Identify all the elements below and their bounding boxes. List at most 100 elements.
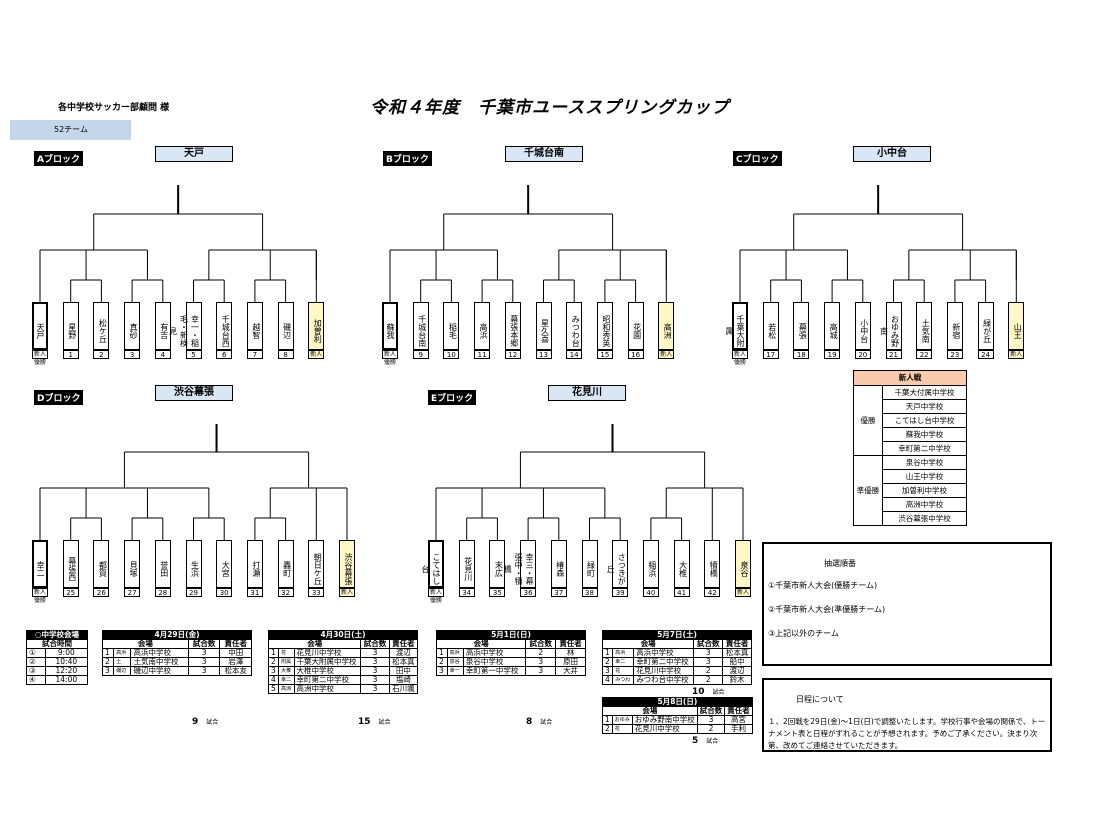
team-number: 新人: [658, 350, 675, 359]
day-total: 8 試合: [526, 717, 553, 727]
time-value: 14:00: [44, 675, 89, 685]
team-number: 2: [93, 350, 110, 359]
team-cell: 都賀: [93, 540, 110, 588]
team-number: 23: [946, 350, 963, 359]
team-number: 13: [535, 350, 552, 359]
team-number: 32: [277, 588, 294, 597]
team-number: 25: [62, 588, 79, 597]
team-cell: 千葉大附属: [725, 302, 748, 350]
team-number: 42: [704, 588, 721, 597]
team-cell: 幕張: [793, 302, 810, 350]
team-number: 新人優勝: [32, 350, 48, 366]
team-number: 9: [412, 350, 429, 359]
team-number: 新人: [339, 588, 355, 597]
team-cell: 花見川: [458, 540, 475, 588]
team-number: 30: [216, 588, 233, 597]
team-number: 5: [185, 350, 202, 359]
team-number: 11: [474, 350, 491, 359]
team-cell: みつわ台: [566, 302, 583, 350]
team-cell: 新宿: [946, 302, 963, 350]
block-c-final: 小中台: [853, 146, 931, 162]
team-number: 17: [762, 350, 779, 359]
team-number: 34: [458, 588, 475, 597]
team-number: 新人: [735, 588, 751, 597]
team-cell: 稲浜: [642, 540, 659, 588]
team-number: 26: [93, 588, 110, 597]
team-cell: 泉谷: [735, 540, 751, 588]
team-number: 3: [124, 350, 141, 359]
team-number: 40: [642, 588, 659, 597]
day-total: 5 試合: [692, 736, 719, 746]
shinjin-runner-item: 加曽利中学校: [882, 483, 967, 498]
shinjin-runner-label: 準優勝: [853, 455, 883, 526]
team-number: 7: [246, 350, 263, 359]
team-cell: おゆみ野南: [880, 302, 902, 350]
team-cell: 真砂: [124, 302, 141, 350]
team-cell: 若松: [762, 302, 779, 350]
team-number: 新人優勝: [732, 350, 748, 366]
team-cell: 高浜: [474, 302, 491, 350]
team-number: 18: [793, 350, 810, 359]
team-number: 39: [612, 588, 629, 597]
team-number: 37: [550, 588, 567, 597]
lottery-title: 抽選順番: [824, 559, 856, 568]
team-number: 27: [124, 588, 141, 597]
addressee: 各中学校サッカー部顧問 様: [58, 103, 170, 113]
team-cell: 花園: [627, 302, 644, 350]
team-cell: 幸三・幕張中・犢橋: [503, 540, 537, 588]
shinjin-win-item: 幸町第二中学校: [882, 441, 967, 456]
shinjin-win-item: こてはし台中学校: [882, 413, 967, 428]
team-cell: 稲毛: [443, 302, 460, 350]
shinjin-runner-item: 高洲中学校: [882, 497, 967, 512]
team-cell: 大宮: [216, 540, 233, 588]
team-cell: 轟町: [277, 540, 294, 588]
team-cell: さつきが丘: [606, 540, 629, 588]
team-number: 31: [246, 588, 263, 597]
team-number: 1: [62, 350, 79, 359]
team-number: 14: [566, 350, 583, 359]
time-slot: ④: [26, 675, 46, 685]
team-cell: 千城台西: [216, 302, 233, 350]
team-number: 35: [489, 588, 506, 597]
team-cell: 幕張本郷: [504, 302, 521, 350]
team-number: 29: [185, 588, 202, 597]
team-cell: 星久喜: [535, 302, 552, 350]
shinjin-win-item: 天戸中学校: [882, 399, 967, 414]
shinjin-runner-item: 渋谷幕張中学校: [882, 511, 967, 526]
day-total: 15 試合: [358, 717, 391, 727]
team-cell: 緑町: [581, 540, 598, 588]
shinjin-win-item: 千葉大付属中学校: [882, 385, 967, 400]
team-number: 33: [308, 588, 325, 597]
team-number: 新人優勝: [428, 588, 444, 604]
team-number: 20: [854, 350, 871, 359]
team-cell: 高洲: [658, 302, 675, 350]
team-cell: 打瀬: [246, 540, 263, 588]
team-cell: 加曽利: [308, 302, 325, 350]
team-cell: 幕張西: [62, 540, 79, 588]
team-cell: 星野: [62, 302, 79, 350]
team-count-badge: 52チーム: [10, 120, 131, 140]
block-d-label: Dブロック: [34, 390, 84, 405]
shinjin-win-label: 優勝: [853, 385, 883, 456]
team-cell: 渋谷幕張: [339, 540, 355, 588]
team-number: 15: [596, 350, 613, 359]
shinjin-table: 新人戦 優勝千葉大付属中学校 天戸中学校 こてはし台中学校 蘇我中学校 幸町第二…: [853, 370, 967, 526]
block-e-label: Eブロック: [428, 390, 477, 405]
team-number: 19: [824, 350, 841, 359]
lottery-item: ③上記以外のチーム: [768, 629, 839, 638]
team-cell: 椿森: [550, 540, 567, 588]
team-number: 22: [916, 350, 933, 359]
team-number: 4: [154, 350, 171, 359]
team-number: 新人優勝: [382, 350, 398, 366]
